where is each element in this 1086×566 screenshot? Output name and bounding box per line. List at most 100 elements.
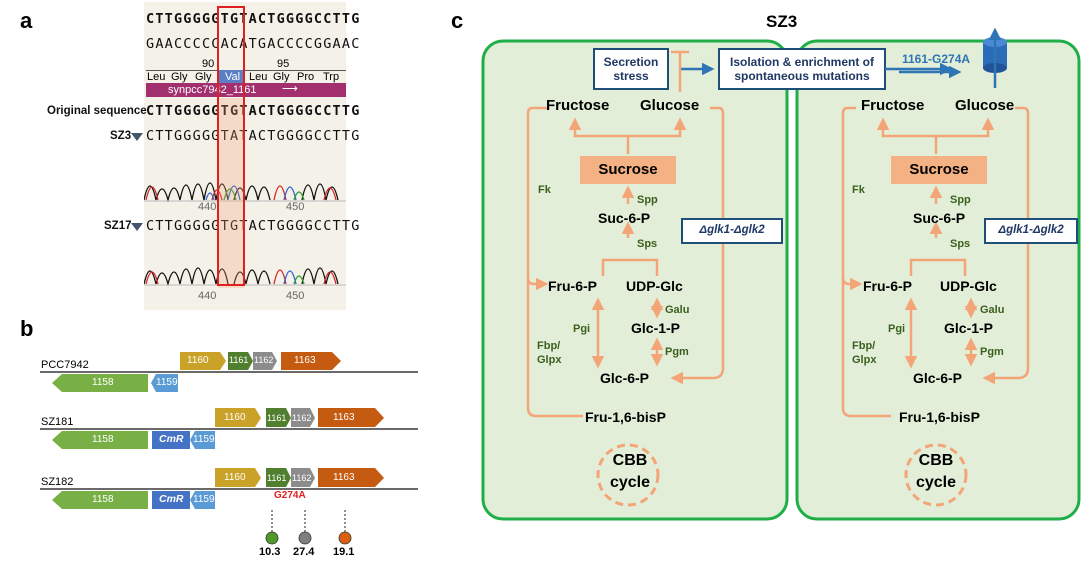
seq-top: CTTGGGGGTGTACTGGGGCCTTG: [146, 11, 361, 27]
codon-red-frame: [217, 6, 245, 286]
gene-1160-sz181: [215, 408, 261, 427]
gene-1161-pcc: [228, 352, 253, 370]
gene-1159-pcc: [151, 374, 178, 392]
gene-1161-sz182: [266, 468, 291, 487]
pgm-label-1: Pgm: [665, 346, 689, 358]
gene-1163-sz181: [318, 408, 384, 427]
spp-label-1: Spp: [637, 194, 658, 206]
fru6p-label-2: Fru-6-P: [863, 278, 912, 294]
marker-grey: [298, 531, 312, 545]
label-1161-pcc: 1161: [229, 355, 249, 365]
sz17-sequence: CTTGGGGGTGTACTGGGGCCTTG: [146, 218, 361, 234]
sz17-chromatogram: [144, 267, 346, 287]
glc6p-label-2: Glc-6-P: [913, 370, 963, 386]
suc6p-label-2: Suc-6-P: [913, 210, 966, 226]
glc1p-label-2: Glc-1-P: [944, 320, 994, 336]
secretion-stress-label: Secretion stress: [603, 55, 659, 83]
panel-label-c: c: [451, 8, 464, 33]
amino-acid-row: Leu Gly Gly Val Leu Gly Pro Trp: [147, 71, 347, 83]
gene-1159-sz182: [190, 491, 215, 509]
cycle-label-2: cycle: [915, 474, 957, 491]
gene-1163-pcc: [281, 352, 341, 370]
panel-c-title: SZ3: [766, 12, 798, 31]
sz3-chromatogram: [144, 182, 346, 203]
fk-label-2: Fk: [852, 184, 865, 196]
spp-label-2: Spp: [950, 194, 971, 206]
track-label-pcc7942: PCC7942: [41, 359, 89, 371]
sucrose-label-1: Sucrose: [598, 161, 658, 178]
udpglc-label-1: UDP-Glc: [626, 278, 683, 294]
cbb-label-1: CBB: [612, 452, 648, 469]
glucose-label-1: Glucose: [640, 97, 700, 114]
label-1158-pcc: 1158: [92, 377, 114, 388]
aa-6: Gly: [273, 71, 290, 83]
gene-1160-sz182: [215, 468, 261, 487]
cell-mutant: [795, 39, 1081, 521]
aa-3: Gly: [195, 71, 212, 83]
label-1162-sz182: 1162: [292, 473, 312, 483]
label-1158-sz182: 1158: [92, 494, 114, 505]
label-1161-sz181: 1161: [267, 413, 287, 423]
sz3-tick-450: 450: [286, 201, 305, 213]
panel-label-a: a: [20, 8, 33, 33]
ruler-line: [146, 70, 346, 71]
original-sequence: CTTGGGGGTGTACTGGGGCCTTG: [146, 103, 361, 119]
isolation-label: Isolation & enrichment of spontaneous mu…: [729, 55, 874, 83]
cbb-cycle-circle-1: [596, 443, 660, 507]
marker-value-3: 19.1: [333, 546, 355, 558]
gene-1158-sz181: [52, 431, 148, 449]
cbb-label-2: CBB: [918, 452, 954, 469]
gene-1160-pcc: [180, 352, 226, 370]
deletion-box-1: [681, 218, 783, 244]
gene-bar: [146, 83, 346, 97]
gene-1158-pcc: [52, 374, 148, 392]
glc6p-label-1: Glc-6-P: [600, 370, 650, 386]
pgi-label-2: Pgi: [888, 323, 906, 335]
codon-highlight: [218, 70, 244, 83]
sps-label-2: Sps: [950, 238, 971, 250]
gene-1163-sz182: [318, 468, 384, 487]
gene-1161-sz181: [266, 408, 291, 427]
label-1161-sz182: 1161: [267, 473, 287, 483]
fbp-label-2: Fbp/ Glpx: [852, 340, 877, 366]
gene-1162-sz181: [291, 408, 315, 427]
track-label-sz182: SZ182: [41, 476, 74, 488]
mutation-label: 1161-G274A: [902, 52, 971, 66]
label-1162-sz181: 1162: [292, 413, 312, 423]
gene-1162-sz182: [291, 468, 315, 487]
track-label-sz181: SZ181: [41, 416, 74, 428]
gene-bar-label: synpcc7942_1161: [168, 84, 257, 96]
label-1160-sz181: 1160: [224, 412, 246, 423]
aa-7: Pro: [297, 71, 315, 83]
seq-complement: GAACCCCCACATGACCCCGGAAC: [146, 36, 361, 52]
mutation-label-g274a: G274A: [274, 490, 306, 501]
label-cmr-sz181: CmR: [159, 433, 184, 445]
label-1159-sz182: 1159: [193, 494, 215, 505]
fk-label-1: Fk: [538, 184, 551, 196]
label-1158-sz181: 1158: [92, 434, 114, 445]
aa-1: Leu: [147, 71, 166, 83]
gene-1159-sz181: [190, 431, 215, 449]
aa-4: Val: [225, 71, 241, 83]
galu-label-1: Galu: [665, 304, 690, 316]
cell-sz3: [481, 39, 789, 521]
aa-8: Trp: [323, 71, 340, 83]
sucrose-box-1: [580, 156, 676, 184]
fructose-label-2: Fructose: [861, 97, 925, 114]
marker-green: [265, 531, 279, 545]
label-1163-sz181: 1163: [333, 412, 355, 423]
gene-1158-sz182: [52, 491, 148, 509]
sz3-triangle-icon: [131, 133, 143, 141]
udpglc-label-2: UDP-Glc: [940, 278, 997, 294]
label-cmr-sz182: CmR: [159, 493, 184, 505]
gene-map: [40, 352, 418, 545]
sz17-triangle-icon: [131, 223, 143, 231]
label-1163-sz182: 1163: [333, 472, 355, 483]
label-1159-sz181: 1159: [193, 434, 215, 445]
sz3-sequence: CTTGGGGGTATACTGGGGCCTTG: [146, 128, 361, 144]
glc1p-label-1: Glc-1-P: [631, 320, 681, 336]
label-1162-pcc: 1162: [254, 355, 274, 365]
label-1159-pcc: 1159: [156, 377, 178, 388]
label-1160-sz182: 1160: [224, 472, 246, 483]
sps-label-1: Sps: [637, 238, 658, 250]
